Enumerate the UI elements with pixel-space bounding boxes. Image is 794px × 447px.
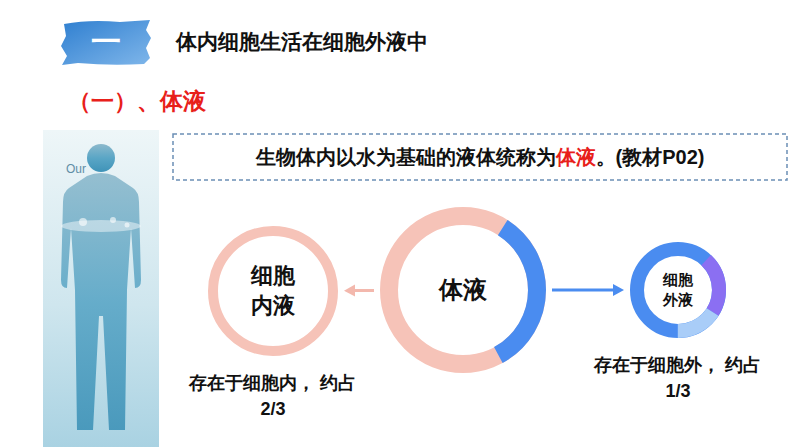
intracellular-circle: 细胞 内液存在于细胞内， 约占2/3 xyxy=(208,226,338,356)
section-heading: （一）、体液 xyxy=(68,86,206,117)
illustration-text: Our xyxy=(66,162,86,176)
extracellular-circle-text: 细胞 外液 xyxy=(660,270,696,311)
definition-box: 生物体内以水为基础的液体统称为体液。(教材P02) xyxy=(172,133,788,181)
human-illustration xyxy=(43,130,159,447)
intracellular-circle-caption: 存在于细胞内， 约占2/3 xyxy=(183,370,363,422)
slide-title: 体内细胞生活在细胞外液中 xyxy=(176,28,428,56)
body-fluid-circle: 体液 xyxy=(380,207,546,373)
flow-arrow xyxy=(552,284,624,296)
body-fluid-circle-text: 体液 xyxy=(439,274,487,306)
intracellular-circle-outline xyxy=(208,226,338,356)
section-badge: 一 xyxy=(60,18,152,66)
extracellular-circle: 细胞 外液存在于细胞外， 约占1/3 xyxy=(630,242,726,338)
section-badge-text: 一 xyxy=(91,22,121,63)
extracellular-circle-caption: 存在于细胞外， 约占1/3 xyxy=(588,352,768,404)
definition-box-text: 生物体内以水为基础的液体统称为体液。(教材P02) xyxy=(256,144,705,171)
flow-arrow xyxy=(344,285,374,297)
intracellular-circle-text: 细胞 内液 xyxy=(247,261,300,320)
extracellular-circle-outline xyxy=(630,242,726,338)
